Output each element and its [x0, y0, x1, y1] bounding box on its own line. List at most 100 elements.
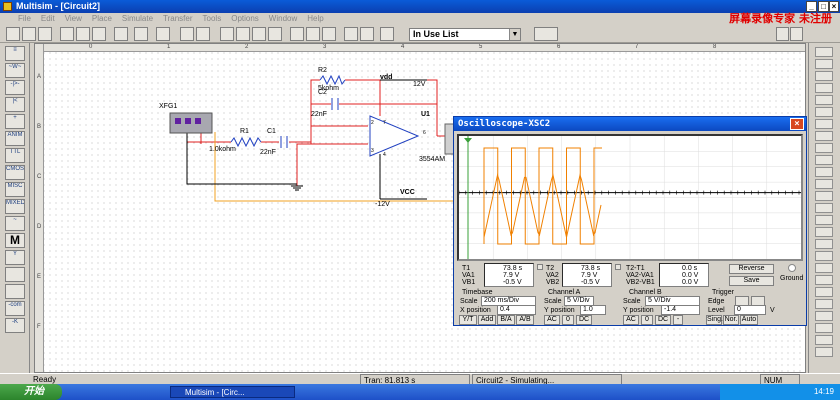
component-bin-icon[interactable]: TTL: [5, 148, 25, 163]
mode-yt-button[interactable]: Y/T: [459, 315, 477, 325]
channel-b-ypos-field[interactable]: -1.4: [661, 305, 700, 315]
help-icon[interactable]: [380, 27, 394, 41]
trigger-level-field[interactable]: 0: [734, 305, 766, 315]
grapher-icon[interactable]: [290, 27, 304, 41]
start-button[interactable]: 开始: [0, 384, 62, 400]
instrument-icon[interactable]: [815, 227, 833, 237]
open-folder-icon[interactable]: [22, 27, 36, 41]
component-icon[interactable]: [220, 27, 234, 41]
save-icon[interactable]: [38, 27, 52, 41]
trigger-single-button[interactable]: Sing.: [706, 315, 723, 325]
instrument-icon[interactable]: [815, 287, 833, 297]
mode-ab-button[interactable]: A/B: [516, 315, 534, 325]
channel-a-zero-button[interactable]: 0: [562, 315, 574, 325]
instrument-icon[interactable]: [815, 251, 833, 261]
component-bin-icon[interactable]: -|>-: [5, 80, 25, 95]
menu-file[interactable]: File: [18, 14, 31, 23]
component-bin-icon[interactable]: [5, 284, 25, 299]
menu-simulate[interactable]: Simulate: [121, 14, 154, 23]
menu-view[interactable]: View: [64, 14, 82, 23]
x-position-field[interactable]: 0.4: [497, 305, 536, 315]
minimize-button[interactable]: _: [806, 1, 817, 12]
instrument-icon[interactable]: [815, 335, 833, 345]
channel-b-ac-button[interactable]: AC: [623, 315, 639, 325]
instrument-icon[interactable]: [815, 155, 833, 165]
instrument-icon[interactable]: [815, 47, 833, 57]
component-bin-icon[interactable]: +: [5, 114, 25, 129]
reverse-button[interactable]: Reverse: [729, 264, 774, 274]
sim-switch-icon[interactable]: [534, 27, 558, 41]
hierarchy-icon[interactable]: [322, 27, 336, 41]
channel-b-zero-button[interactable]: 0: [641, 315, 653, 325]
mode-add-button[interactable]: Add: [478, 315, 496, 325]
database-icon[interactable]: [236, 27, 250, 41]
spreadsheet-icon[interactable]: [252, 27, 266, 41]
channel-b-dc-button[interactable]: DC: [655, 315, 671, 325]
back-annotate-icon[interactable]: [360, 27, 374, 41]
instrument-icon[interactable]: [815, 119, 833, 129]
instrument-icon[interactable]: [815, 323, 833, 333]
component-bin-icon[interactable]: [5, 267, 25, 282]
new-file-icon[interactable]: [6, 27, 20, 41]
channel-a-ac-button[interactable]: AC: [544, 315, 560, 325]
copy-icon[interactable]: [76, 27, 90, 41]
component-bin-icon[interactable]: |<: [5, 97, 25, 112]
component-bin-icon[interactable]: M: [5, 233, 25, 248]
print-icon[interactable]: [114, 27, 128, 41]
component-bin-icon[interactable]: -com: [5, 301, 25, 316]
instrument-icon[interactable]: [815, 263, 833, 273]
instrument-icon[interactable]: [815, 167, 833, 177]
t1-left-arrow-icon[interactable]: [537, 264, 543, 270]
taskbar-multisim-item[interactable]: Multisim - [Circ...: [170, 386, 295, 398]
instrument-icon[interactable]: [815, 215, 833, 225]
menu-tools[interactable]: Tools: [202, 14, 222, 23]
component-bin-icon[interactable]: ≡: [5, 46, 25, 61]
maximize-button[interactable]: □: [818, 1, 829, 12]
instrument-icon[interactable]: [815, 311, 833, 321]
component-bin-icon[interactable]: ~W~: [5, 63, 25, 78]
instrument-icon[interactable]: [815, 191, 833, 201]
trigger-normal-button[interactable]: Nor.: [723, 315, 739, 325]
instrument-icon[interactable]: [815, 83, 833, 93]
trigger-auto-button[interactable]: Auto: [740, 315, 758, 325]
print-preview-icon[interactable]: [134, 27, 148, 41]
in-use-list-dropdown[interactable]: In Use List ▼: [409, 28, 521, 41]
menu-edit[interactable]: Edit: [40, 14, 55, 23]
channel-a-ypos-field[interactable]: 1.0: [580, 305, 606, 315]
component-bin-icon[interactable]: CMOS: [5, 165, 25, 180]
paste-icon[interactable]: [92, 27, 106, 41]
scope-title-bar[interactable]: Oscilloscope-XSC2 ×: [454, 117, 806, 131]
instrument-icon[interactable]: [815, 179, 833, 189]
run-icon[interactable]: [776, 27, 789, 41]
netlist-icon[interactable]: [268, 27, 282, 41]
component-bin-icon[interactable]: Y: [5, 250, 25, 265]
oscilloscope-window[interactable]: Oscilloscope-XSC2 × T1 VA1 VB1 73.8 s 7.…: [453, 116, 807, 326]
channel-a-dc-button[interactable]: DC: [576, 315, 592, 325]
pause-icon[interactable]: [790, 27, 803, 41]
menu-help[interactable]: Help: [307, 14, 324, 23]
instrument-icon[interactable]: [815, 59, 833, 69]
component-bin-icon[interactable]: ANIM: [5, 131, 25, 146]
instrument-icon[interactable]: [815, 95, 833, 105]
instrument-icon[interactable]: [815, 131, 833, 141]
schematic-canvas[interactable]: XFG1 R1 1.0kohm C1 22nF R2 5kohm C2 22nF…: [35, 44, 806, 373]
mode-ba-button[interactable]: B/A: [497, 315, 515, 325]
component-bin-icon[interactable]: MISC: [5, 182, 25, 197]
component-bin-icon[interactable]: -K: [5, 318, 25, 333]
instrument-icon[interactable]: [815, 143, 833, 153]
instrument-icon[interactable]: [815, 203, 833, 213]
close-button[interactable]: ×: [829, 1, 839, 12]
menu-window[interactable]: Window: [268, 14, 298, 23]
component-bin-icon[interactable]: MIXED: [5, 199, 25, 214]
zoom-in-icon[interactable]: [180, 27, 194, 41]
t2-left-arrow-icon[interactable]: [615, 264, 621, 270]
channel-a-scale-field[interactable]: 5 V/Div: [564, 296, 594, 306]
menu-options[interactable]: Options: [231, 14, 259, 23]
instrument-icon[interactable]: [815, 275, 833, 285]
zoom-out-icon[interactable]: [196, 27, 210, 41]
instrument-icon[interactable]: [815, 239, 833, 249]
instrument-icon[interactable]: [815, 299, 833, 309]
menu-transfer[interactable]: Transfer: [163, 14, 193, 23]
postprocessor-icon[interactable]: [306, 27, 320, 41]
scope-close-button[interactable]: ×: [790, 118, 804, 130]
